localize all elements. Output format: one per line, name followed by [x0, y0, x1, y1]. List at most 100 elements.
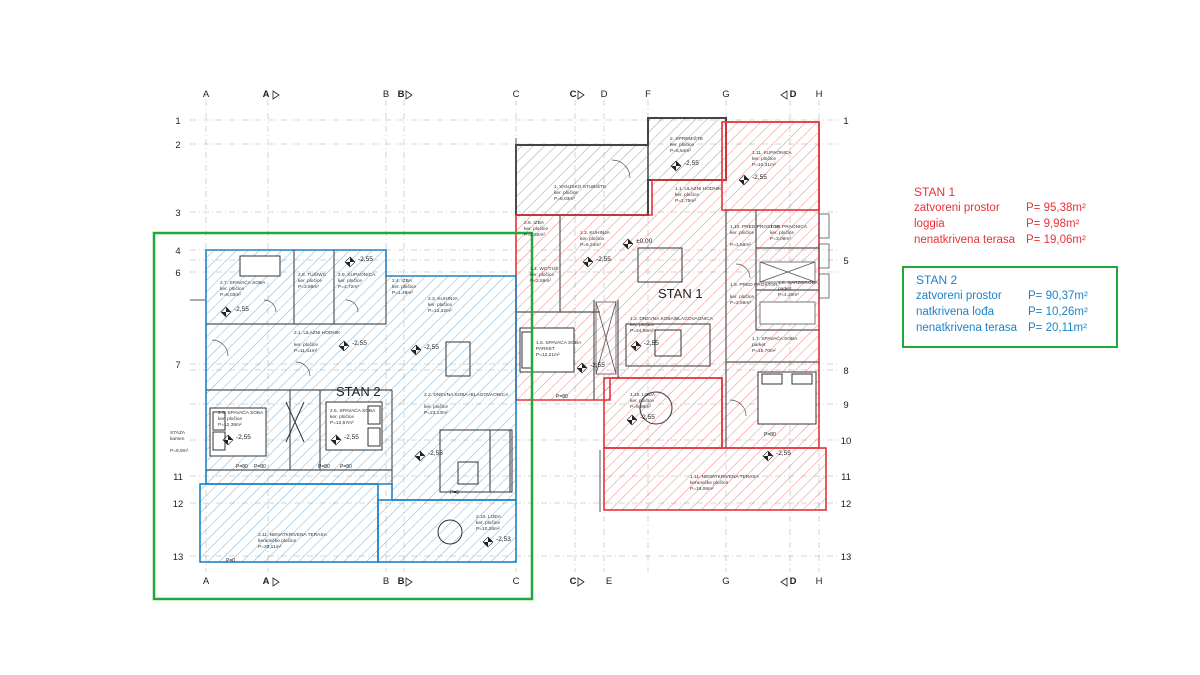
svg-text:P=80: P=80: [340, 464, 352, 470]
grid-label: 9: [843, 400, 848, 411]
svg-text:-2,55: -2,55: [358, 256, 373, 263]
svg-text:ker. pločice: ker. pločice: [330, 414, 354, 420]
svg-text:ker. pločice: ker. pločice: [730, 294, 754, 300]
level-marker-icon: -2,55: [738, 174, 767, 186]
grid-label: 11: [173, 472, 183, 483]
svg-text:2.6. SPAVAĆA SOBA: 2.6. SPAVAĆA SOBA: [218, 409, 264, 416]
svg-text:STAZA: STAZA: [170, 430, 186, 436]
svg-text:1. VANJSKO STUBIŠTE: 1. VANJSKO STUBIŠTE: [554, 183, 606, 190]
svg-text:ker. pločice: ker. pločice: [524, 226, 548, 232]
grid-label: 3: [175, 208, 180, 219]
svg-text:1.1. ULAZNI HODNIK: 1.1. ULAZNI HODNIK: [675, 186, 722, 192]
svg-text:ker. pločice: ker. pločice: [392, 284, 416, 290]
svg-text:P=2,59m²: P=2,59m²: [730, 300, 751, 306]
svg-text:-2,55: -2,55: [752, 174, 767, 181]
svg-text:parket: parket: [778, 286, 792, 292]
level-marker-icon: -2,55: [626, 414, 655, 426]
svg-text:-2,55: -2,55: [596, 256, 611, 263]
grid-label: D: [790, 576, 797, 587]
svg-text:P=5,54m²: P=5,54m²: [670, 148, 691, 154]
level-marker-icon: -2,55: [222, 434, 251, 446]
svg-text:P=4,72m²: P=4,72m²: [338, 284, 359, 290]
stan1-zone: STAN 1: [515, 121, 830, 511]
grid-label: 1: [843, 116, 848, 127]
grid-label: C: [570, 89, 577, 100]
level-marker-icon: -2,55: [582, 256, 611, 268]
grid-label: 13: [841, 552, 852, 563]
stan2-outline: [152, 231, 534, 601]
grid-label: 2: [175, 140, 180, 151]
svg-text:P=4,20m²: P=4,20m²: [778, 292, 799, 298]
svg-text:kamen: kamen: [170, 436, 185, 442]
svg-text:P=3,09m²: P=3,09m²: [770, 236, 791, 242]
grid-label: 10: [841, 436, 852, 447]
svg-text:ker. pločice: ker. pločice: [730, 230, 754, 236]
svg-text:P=15,70m²: P=15,70m²: [752, 348, 776, 354]
svg-text:ker. pločice: ker. pločice: [338, 278, 362, 284]
svg-text:2.1. ULAZNI HODNIK: 2.1. ULAZNI HODNIK: [294, 330, 341, 336]
grid-label: 12: [173, 499, 184, 510]
level-markers: -2,55 ±0,00 -2,55 -2,55 -2,55 -2,55 -2,5…: [220, 160, 791, 548]
level-marker-icon: -2,55: [762, 450, 791, 462]
svg-text:P=80: P=80: [254, 464, 266, 470]
svg-text:-2,55: -2,55: [644, 340, 659, 347]
svg-text:ker. pločice: ker. pločice: [476, 520, 500, 526]
svg-text:P=12,57m²: P=12,57m²: [330, 420, 354, 426]
svg-text:P=80: P=80: [236, 464, 248, 470]
svg-text:2.7. SPAVAĆA SOBA: 2.7. SPAVAĆA SOBA: [220, 279, 266, 286]
svg-text:ker. pločice: ker. pločice: [580, 236, 604, 242]
grid-label: B: [383, 576, 389, 587]
svg-text:parket: parket: [752, 342, 766, 348]
svg-text:-2,55: -2,55: [776, 450, 791, 457]
level-marker-icon: -2,55: [414, 450, 443, 462]
svg-text:PARKET: PARKET: [536, 346, 555, 352]
svg-text:-2,55: -2,55: [428, 450, 443, 457]
svg-text:P=9,98m²: P=9,98m²: [630, 404, 651, 410]
grid-label: E: [606, 576, 612, 587]
level-marker-icon: -2,55: [670, 160, 699, 172]
grid-label: F: [645, 89, 651, 100]
svg-text:-2,55: -2,55: [424, 344, 439, 351]
svg-text:2.8. TUŠ/WC: 2.8. TUŠ/WC: [298, 271, 327, 278]
svg-text:P=9,9m²: P=9,9m²: [170, 448, 189, 454]
svg-text:1.11. KUPAONICA: 1.11. KUPAONICA: [752, 150, 792, 156]
svg-text:P=10,26m²: P=10,26m²: [476, 526, 500, 532]
svg-text:1.10. PRAONICA: 1.10. PRAONICA: [770, 224, 808, 230]
level-marker-icon: ±0,00: [622, 238, 653, 250]
svg-text:ker. pločice: ker. pločice: [752, 156, 776, 162]
grid-labels-left: 1 2 3 4 6 7 11 12 13: [173, 116, 184, 563]
stan1-label: STAN 1: [658, 286, 703, 301]
grid-label: 13: [173, 552, 184, 563]
svg-text:P=8,03m²: P=8,03m²: [220, 292, 241, 298]
svg-text:ker. pločice: ker. pločice: [670, 142, 694, 148]
svg-text:ker. pločice: ker. pločice: [220, 286, 244, 292]
svg-text:1.10. LOĐA: 1.10. LOĐA: [630, 392, 656, 398]
svg-text:2.10. LOĐA: 2.10. LOĐA: [476, 514, 502, 520]
grid-label: C: [513, 576, 520, 587]
svg-text:1.11. NENATKRIVENA TERASA: 1.11. NENATKRIVENA TERASA: [690, 474, 760, 480]
